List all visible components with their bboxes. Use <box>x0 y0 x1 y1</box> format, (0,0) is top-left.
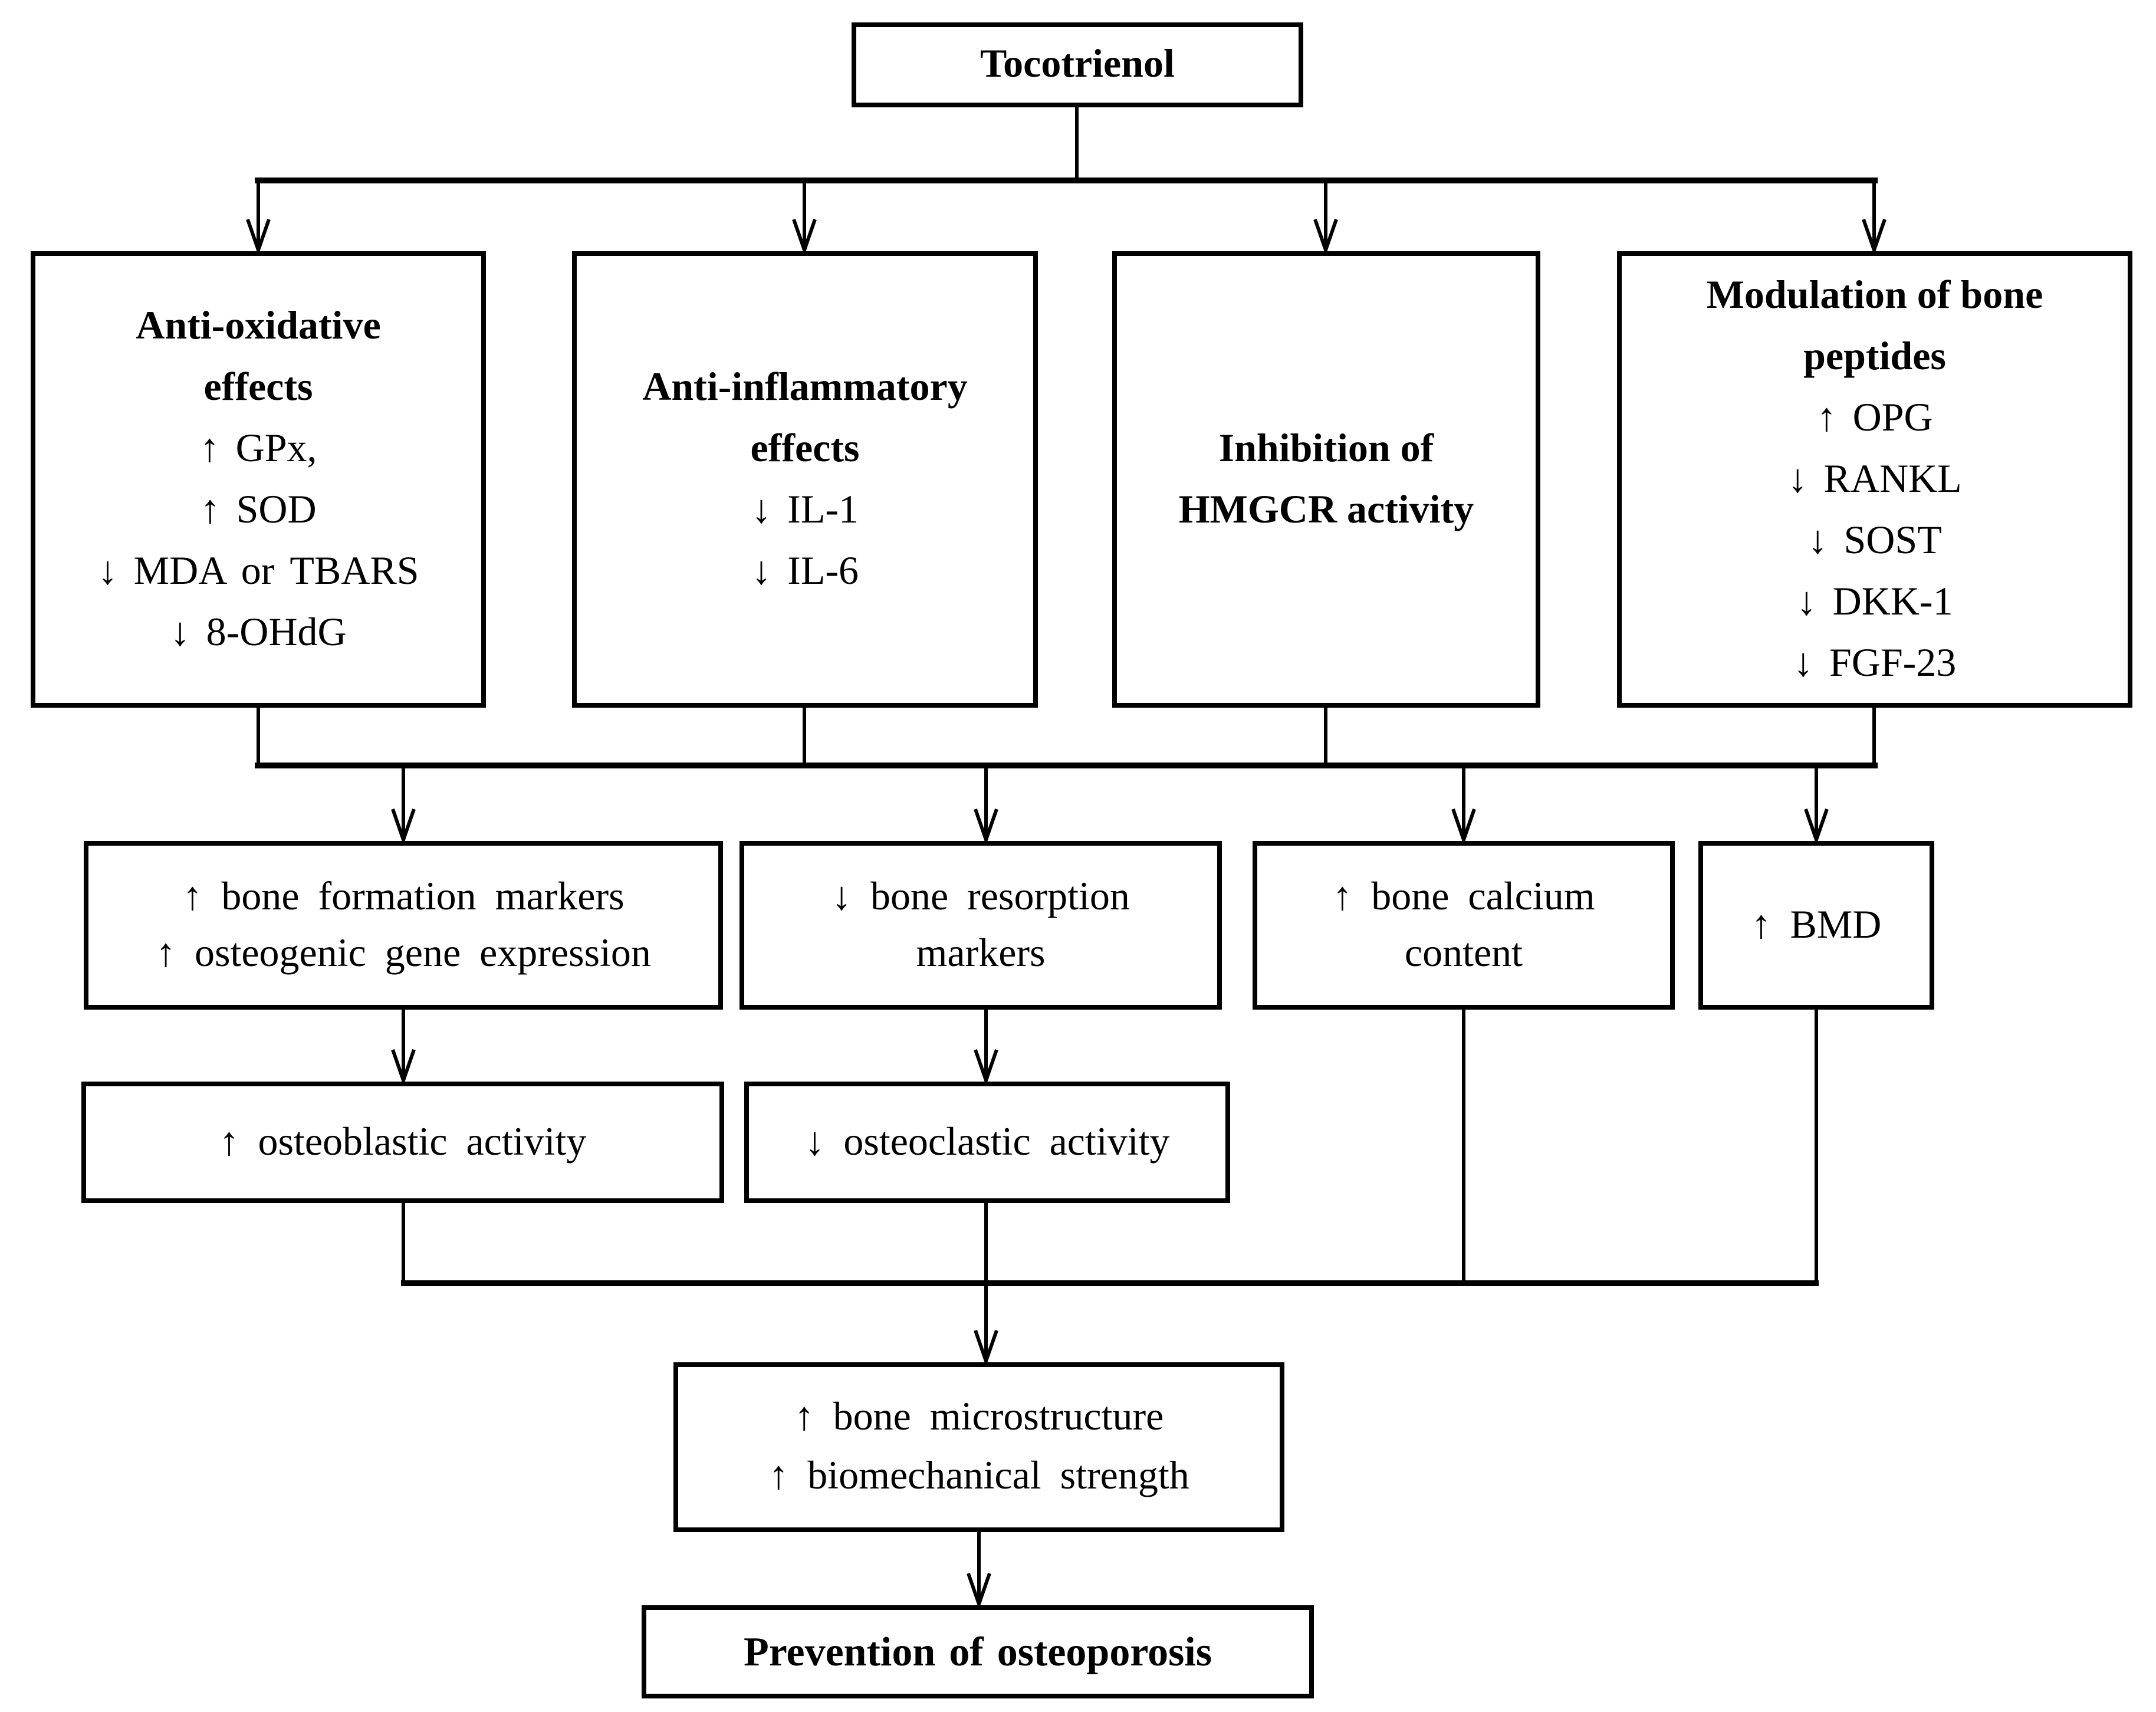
box-item: ↓ FGF-23 <box>1793 641 1957 685</box>
box-line: ↓ bone resorption <box>831 875 1130 918</box>
box-title-line: Anti-oxidative <box>136 304 381 347</box>
box-line: ↑ bone microstructure <box>794 1395 1164 1439</box>
box-title-line: HMGCR activity <box>1178 488 1474 531</box>
box-title-line: Inhibition of <box>1218 426 1434 470</box>
box-bone-calcium-content: ↑ bone calcium content <box>1253 841 1675 1010</box>
box-item: ↓ RANKL <box>1787 457 1962 501</box>
box-item: ↓ MDA or TBARS <box>97 549 419 593</box>
box-osteoblastic-activity: ↑ osteoblastic activity <box>81 1082 724 1203</box>
box-items: ↑ OPG ↓ RANKL ↓ SOST ↓ DKK-1 ↓ FGF-23 <box>1787 387 1961 694</box>
box-item: ↑ SOD <box>200 488 317 531</box>
plain-connectors <box>257 106 1876 1286</box>
box-title-line: Anti-inflammatory <box>642 365 968 409</box>
box-title-line: effects <box>203 365 313 409</box>
box-bmd: ↑ BMD <box>1698 841 1934 1010</box>
box-item: ↑ OPG <box>1816 396 1933 439</box>
box-item: ↓ IL-1 <box>751 488 859 531</box>
box-hmgcr-inhibition: Inhibition of HMGCR activity <box>1112 251 1540 708</box>
box-title-line: peptides <box>1803 334 1946 378</box>
box-line: ↑ biomechanical strength <box>768 1454 1189 1498</box>
box-item: ↓ 8-OHdG <box>170 610 347 654</box>
box-title-line: effects <box>750 426 860 470</box>
box-tocotrienol: Tocotrienol <box>852 22 1303 107</box>
box-bone-formation-markers: ↑ bone formation markers ↑ osteogenic ge… <box>84 841 723 1010</box>
box-label: Tocotrienol <box>980 42 1175 86</box>
box-items: ↓ IL-1 ↓ IL-6 <box>751 479 859 602</box>
box-anti-inflammatory-effects: Anti-inflammatory effects ↓ IL-1 ↓ IL-6 <box>572 251 1038 708</box>
box-line: ↑ bone formation markers <box>182 875 625 918</box>
box-line: ↑ bone calcium <box>1332 875 1595 918</box>
box-osteoclastic-activity: ↓ osteoclastic activity <box>744 1082 1230 1203</box>
box-line: content <box>1404 931 1523 975</box>
box-prevention-osteoporosis: Prevention of osteoporosis <box>642 1605 1314 1698</box>
box-anti-oxidative-effects: Anti-oxidative effects ↑ GPx, ↑ SOD ↓ MD… <box>31 251 486 708</box>
box-line: ↑ osteogenic gene expression <box>156 931 651 975</box>
box-items: ↑ GPx, ↑ SOD ↓ MDA or TBARS ↓ 8-OHdG <box>97 418 419 663</box>
arrow-connectors <box>246 179 1886 1610</box>
bus-lines <box>255 178 1878 1286</box>
box-line: ↓ osteoclastic activity <box>804 1120 1170 1164</box>
box-line: ↑ BMD <box>1751 903 1882 947</box>
box-title-line: Modulation of bone <box>1706 273 2043 317</box>
box-item: ↓ IL-6 <box>751 549 859 593</box>
box-label: Prevention of osteoporosis <box>743 1628 1212 1674</box>
box-bone-peptides-modulation: Modulation of bone peptides ↑ OPG ↓ RANK… <box>1617 251 2132 708</box>
box-bone-resorption-markers: ↓ bone resorption markers <box>740 841 1222 1010</box>
box-item: ↓ SOST <box>1807 518 1942 562</box>
box-line: ↑ osteoblastic activity <box>219 1120 587 1164</box>
box-item: ↓ DKK-1 <box>1796 580 1953 623</box>
box-bone-quality: ↑ bone microstructure ↑ biomechanical st… <box>673 1362 1284 1532</box>
box-line: markers <box>916 931 1046 975</box>
box-item: ↑ GPx, <box>199 426 317 470</box>
